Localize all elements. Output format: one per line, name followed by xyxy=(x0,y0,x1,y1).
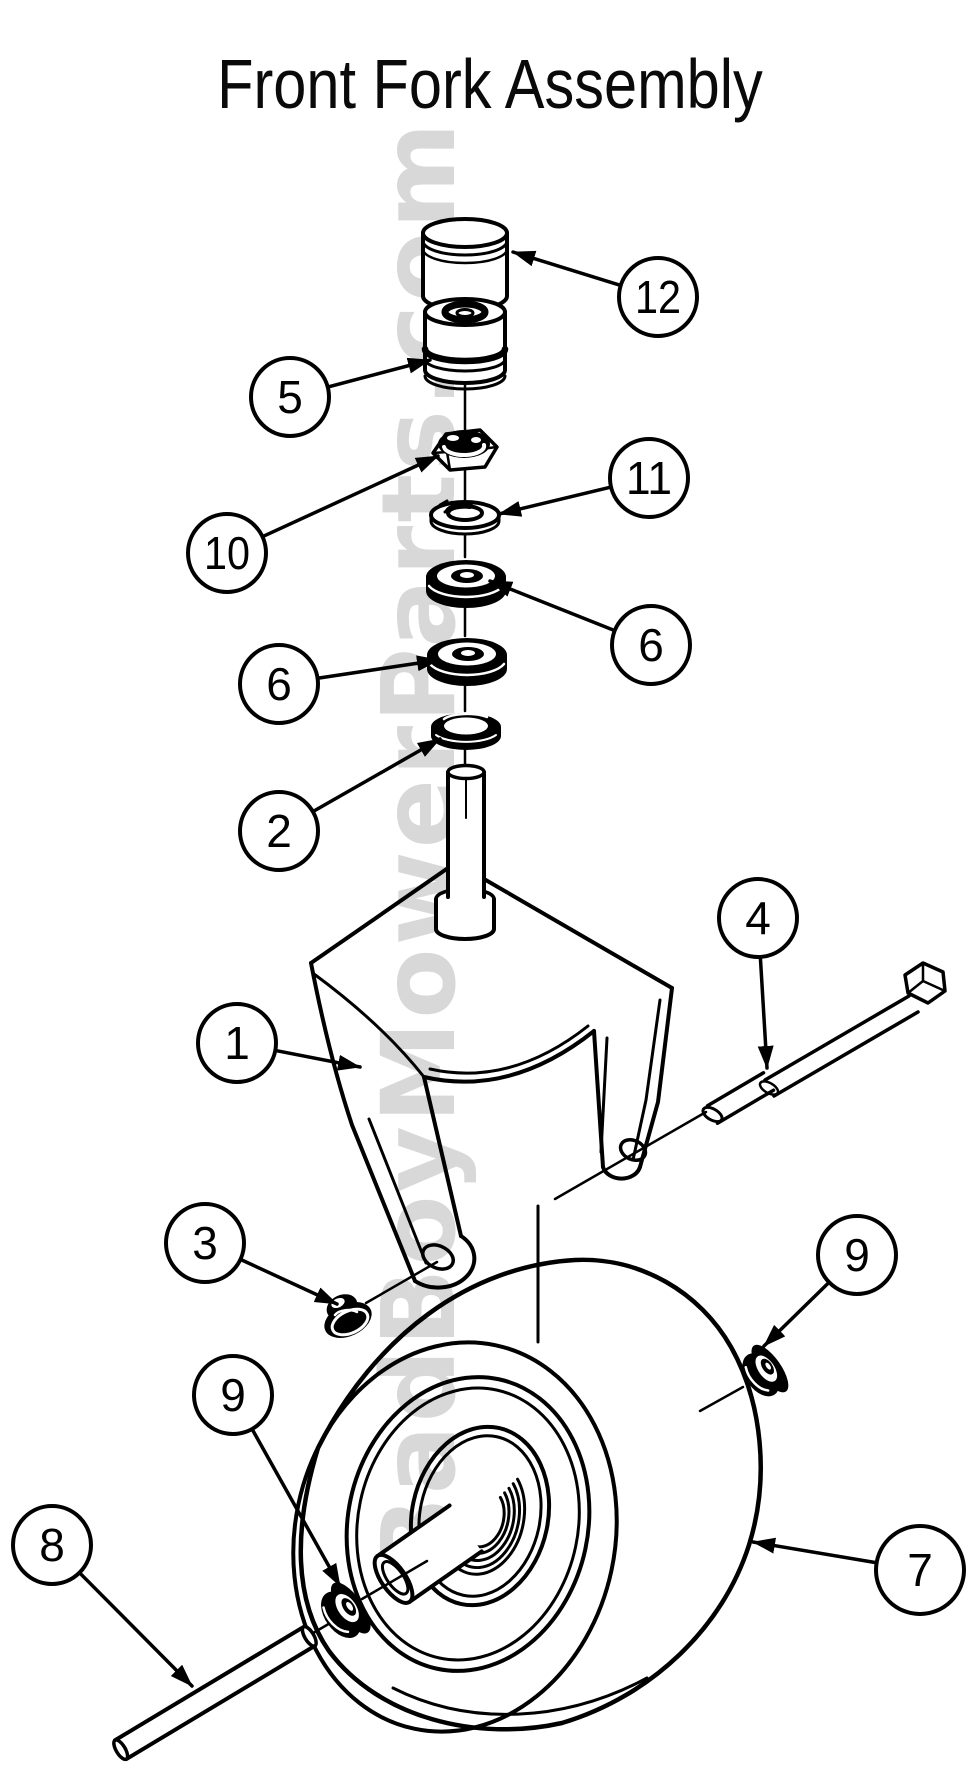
part-2-seal-drawing xyxy=(431,712,501,750)
callout-leader-arrow xyxy=(311,737,442,814)
callout-circle xyxy=(617,256,699,338)
callout-circle xyxy=(717,877,799,959)
part-1-fork-drawing xyxy=(309,866,674,1290)
callout-leader-arrow xyxy=(260,454,440,539)
callout-leader-arrow xyxy=(77,1570,194,1688)
callout-leader-arrow xyxy=(762,1280,831,1348)
callout-leader-arrow xyxy=(273,1048,362,1071)
callout-5: 5 xyxy=(249,356,432,438)
callout-number: 10 xyxy=(204,527,250,579)
callout-circle xyxy=(874,1524,966,1616)
part-9-bearing-right-drawing xyxy=(742,1344,789,1397)
callout-leader-arrow xyxy=(325,357,432,389)
part-7-wheel-drawing xyxy=(291,1257,763,1734)
callout-circle xyxy=(238,790,320,872)
callout-4: 4 xyxy=(717,877,799,1070)
callout-circle xyxy=(11,1504,93,1586)
callout-number: 3 xyxy=(192,1217,218,1269)
part-9-bearing-left-drawing xyxy=(321,1582,371,1639)
part-5-bushing-drawing xyxy=(421,297,509,391)
callout-number: 4 xyxy=(745,892,771,944)
part-12-cap-drawing xyxy=(421,217,509,312)
callout-circle xyxy=(816,1214,898,1296)
callout-1: 1 xyxy=(196,1002,362,1084)
callout-leader-arrow xyxy=(511,250,623,288)
callout-leader-arrow xyxy=(488,579,617,633)
callout-number: 1 xyxy=(224,1017,250,1069)
part-10-nut-drawing xyxy=(431,428,499,472)
diagram-title: Front Fork Assembly xyxy=(0,44,980,124)
callout-6: 6 xyxy=(238,643,441,725)
part-4-bolt-drawing xyxy=(536,961,947,1344)
callout-leader-arrow xyxy=(497,485,613,517)
part-6-bearing-lower-drawing xyxy=(427,638,507,686)
callout-number: 11 xyxy=(626,452,672,504)
part-3-nut-drawing xyxy=(324,1260,439,1338)
hub-bore-tube xyxy=(372,1503,484,1605)
callout-7: 7 xyxy=(751,1524,966,1616)
callout-9: 9 xyxy=(762,1214,898,1348)
callout-2: 2 xyxy=(238,737,442,872)
part-6-bearing-upper-drawing xyxy=(426,560,506,608)
callout-leader-arrow xyxy=(238,1257,339,1306)
callout-circle xyxy=(192,1354,274,1436)
callout-number: 9 xyxy=(844,1229,870,1281)
diagram-title-text: Front Fork Assembly xyxy=(217,45,763,123)
callout-circle xyxy=(610,604,692,686)
callout-11: 11 xyxy=(497,437,690,519)
callout-12: 12 xyxy=(511,250,699,338)
callout-number: 5 xyxy=(277,371,303,423)
callout-leader-arrow xyxy=(751,1537,879,1565)
callout-leader-arrow xyxy=(250,1427,342,1588)
fork-stem-drawing xyxy=(434,763,496,941)
callout-circle xyxy=(249,356,331,438)
callout-circle xyxy=(238,643,320,725)
callout-number: 8 xyxy=(39,1519,65,1571)
callout-9: 9 xyxy=(192,1354,342,1588)
callout-6: 6 xyxy=(488,579,692,686)
callout-number: 2 xyxy=(266,805,292,857)
callout-number: 6 xyxy=(638,619,664,671)
callout-number: 9 xyxy=(220,1369,246,1421)
callout-circle xyxy=(186,512,268,594)
callout-layer: 12 5 10 11 6 6 2 1 4 3 9 9 8 7 xyxy=(11,250,966,1688)
part-11-washer-drawing xyxy=(429,499,501,536)
callout-3: 3 xyxy=(164,1202,339,1306)
part-8-axle-drawing xyxy=(112,1624,318,1762)
callout-number: 6 xyxy=(266,658,292,710)
callout-leader-arrow xyxy=(757,955,774,1070)
callout-circle xyxy=(164,1202,246,1284)
callout-leader-arrow xyxy=(315,655,441,680)
callout-circle xyxy=(608,437,690,519)
callout-number: 12 xyxy=(635,271,681,323)
callout-number: 7 xyxy=(907,1544,933,1596)
callout-8: 8 xyxy=(11,1504,194,1688)
callout-circle xyxy=(196,1002,278,1084)
callout-10: 10 xyxy=(186,454,440,594)
